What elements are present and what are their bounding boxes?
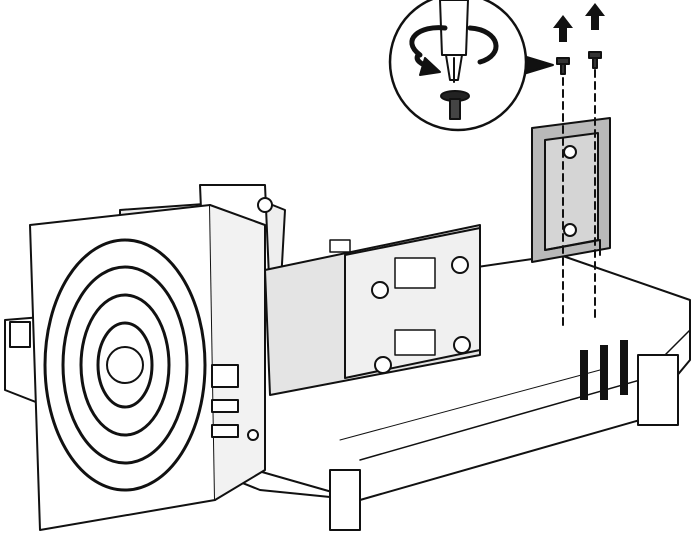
chassis-foot xyxy=(329,469,361,531)
screw-icon xyxy=(440,90,470,120)
power-button xyxy=(247,429,259,441)
chassis-foot xyxy=(637,354,679,426)
guide-lines xyxy=(562,69,596,326)
screw-icon xyxy=(588,51,602,69)
ethernet-port xyxy=(211,364,239,388)
screwdriver-icon xyxy=(439,0,469,83)
arrow-up-icon xyxy=(585,3,605,30)
usb-port xyxy=(211,399,239,413)
screw-icon xyxy=(556,57,570,75)
usb-port xyxy=(211,424,239,438)
drive-bay xyxy=(264,224,481,396)
screw-icon xyxy=(371,281,389,299)
screw-icon xyxy=(257,197,273,213)
screw-hole xyxy=(563,223,577,237)
drive-bracket xyxy=(531,117,611,263)
arrow-up-icon xyxy=(553,15,573,42)
screw-icon xyxy=(374,356,392,374)
fan-icon xyxy=(9,204,266,531)
screw-icon xyxy=(453,336,471,354)
screw-hole xyxy=(563,145,577,159)
chassis-slots xyxy=(580,340,628,400)
screw-icon xyxy=(451,256,469,274)
detail-inset xyxy=(388,0,554,132)
